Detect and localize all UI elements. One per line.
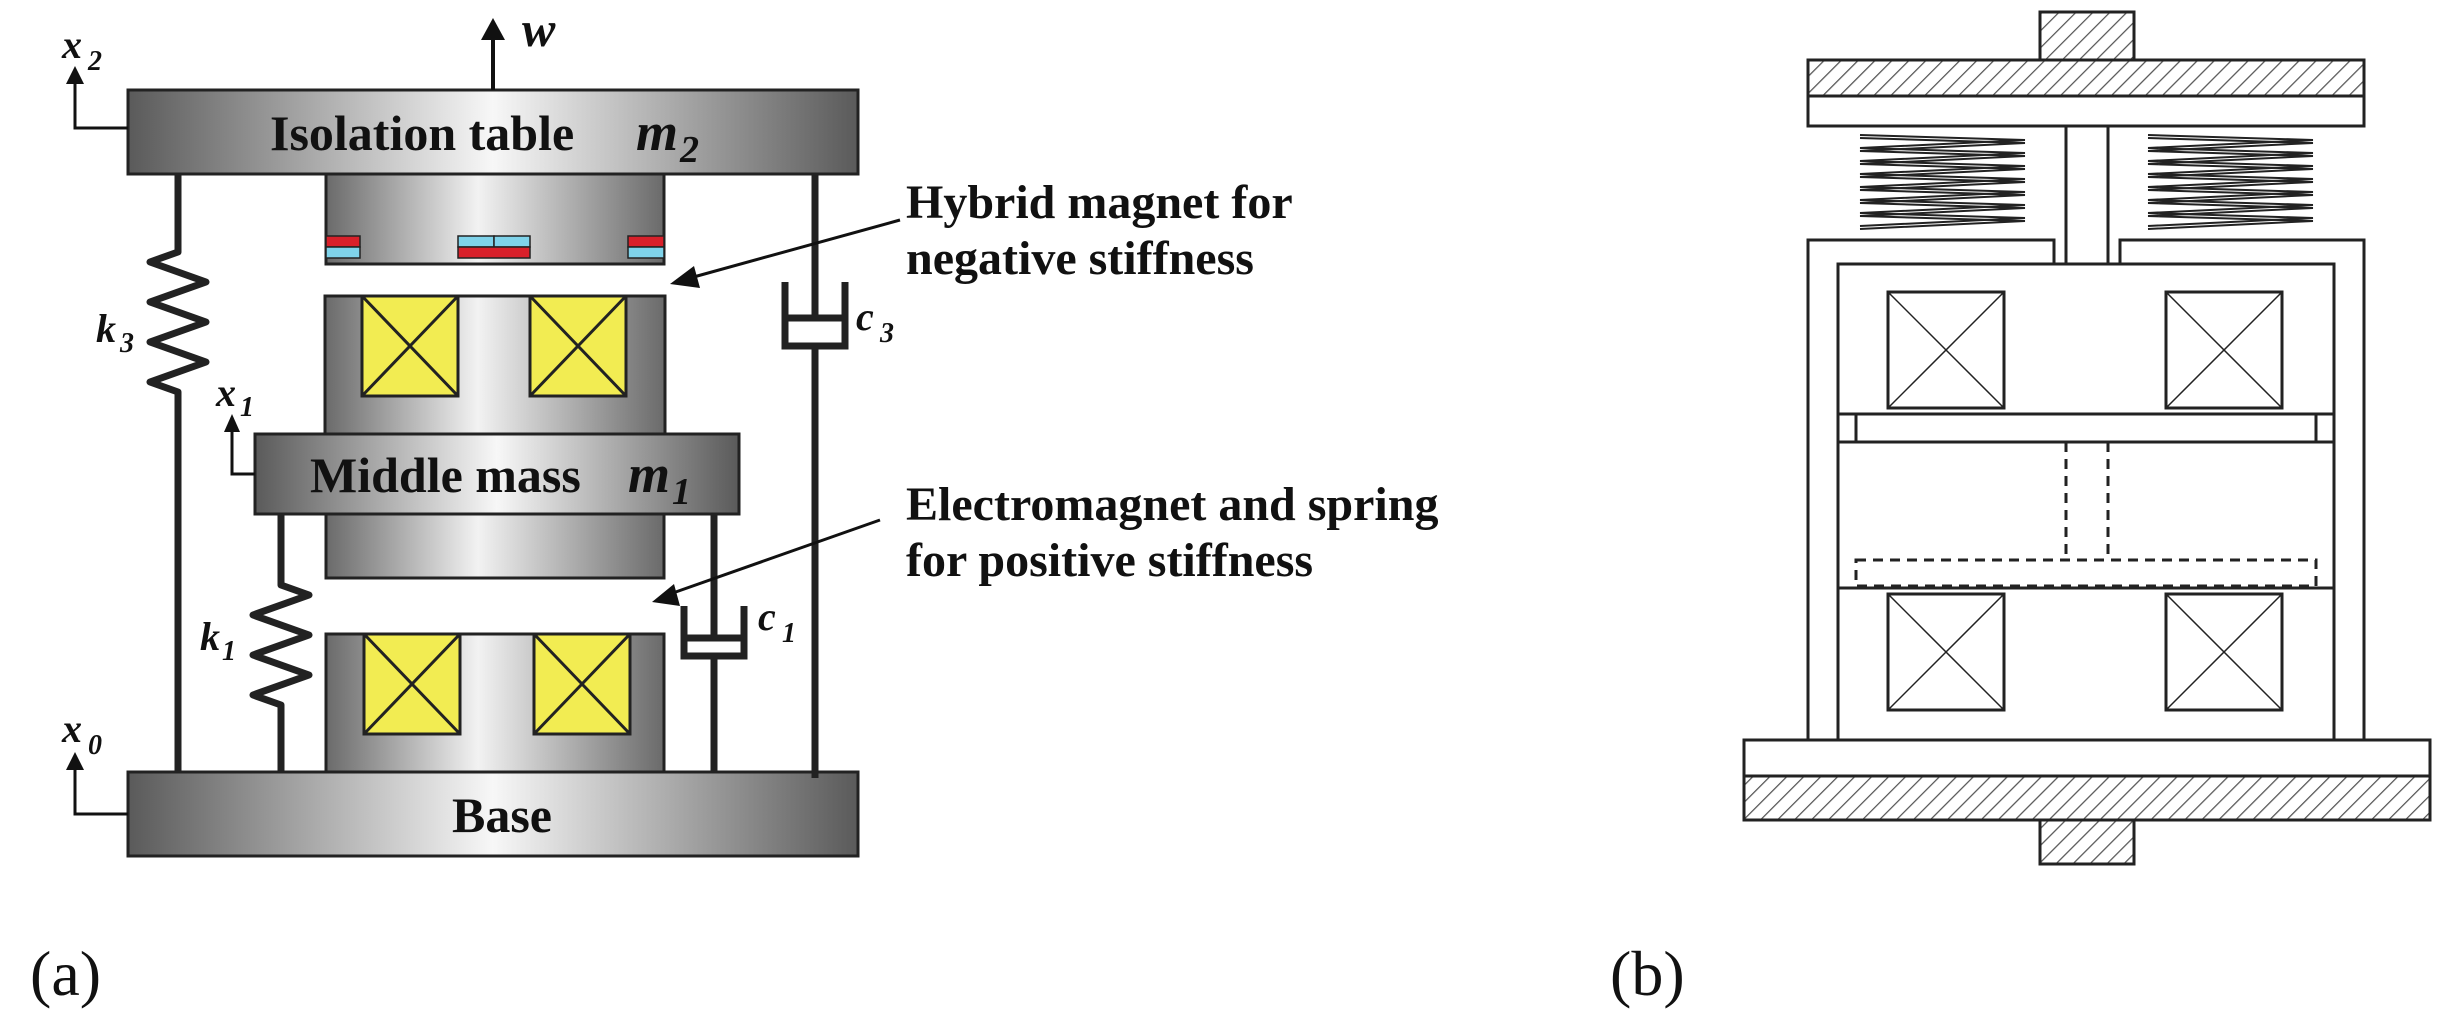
x0-subscript: 0 [88, 730, 102, 761]
x2-reference [73, 82, 128, 130]
annotation-negative-arrow [689, 218, 901, 280]
isolation-table-mass: m [636, 102, 678, 162]
damper-c1-subscript: 1 [782, 618, 796, 649]
top-plate-hatched [1806, 58, 2366, 98]
lower-coil-left-b [1886, 592, 2006, 712]
middle-mass-mass: m [628, 444, 670, 504]
damper-c3 [781, 174, 849, 778]
annotation-positive-arrow [669, 518, 881, 596]
x1-subscript: 1 [240, 392, 254, 423]
panel-b-label: (b) [1610, 938, 1685, 1009]
spring-k1 [249, 514, 313, 772]
panel-a: Isolation table m 2 w x 2 [30, 1, 1438, 1009]
spring-k3-subscript: 3 [119, 328, 134, 359]
annotation-positive-line2: for positive stiffness [906, 534, 1313, 587]
annotation-negative-line2: negative stiffness [906, 232, 1254, 285]
bottom-boss [2038, 818, 2136, 866]
middle-lower-core [324, 512, 666, 580]
bottom-plate-hatched [1742, 774, 2432, 822]
annotation-positive-arrowhead [652, 584, 680, 606]
x0-label: x [61, 706, 82, 751]
middle-mass [253, 432, 741, 516]
hybrid-magnet-poles [325, 235, 665, 259]
annotation-negative-line1: Hybrid magnet for [906, 176, 1293, 229]
upper-coil-right-b [2164, 290, 2284, 410]
x0-arrowhead [66, 752, 84, 770]
lower-coil-right-b [2164, 592, 2284, 712]
damper-c1-label: c [758, 594, 776, 639]
x1-reference [230, 430, 255, 476]
bottom-plate [1742, 738, 2432, 778]
top-boss [2038, 10, 2136, 64]
spring-k3-label: k [96, 306, 116, 351]
spring-k1-subscript: 1 [222, 636, 236, 667]
x2-arrowhead [66, 66, 84, 84]
spring-k1-label: k [200, 614, 220, 659]
annotation-positive-line1: Electromagnet and spring [906, 478, 1438, 531]
base [126, 770, 860, 858]
top-plate [1806, 94, 2366, 128]
isolation-table-label: Isolation table [270, 105, 574, 161]
upper-coil-left [360, 294, 460, 398]
x0-reference [73, 768, 128, 816]
spring-right [2147, 134, 2314, 230]
x1-arrowhead [224, 414, 240, 432]
middle-mass-mass-subscript: 1 [672, 471, 691, 513]
x2-subscript: 2 [87, 46, 102, 77]
damper-c3-subscript: 3 [879, 318, 894, 349]
annotation-negative-arrowhead [670, 266, 700, 288]
disturbance-label: w [522, 1, 556, 57]
inner-chamber [1836, 440, 2336, 590]
x1-label: x [215, 370, 236, 415]
base-label: Base [452, 787, 552, 843]
armature-plate [1854, 412, 2318, 444]
upper-coil-left-b [1886, 290, 2006, 410]
middle-mass-label: Middle mass [310, 447, 581, 503]
lower-coil-right [532, 632, 632, 736]
isolation-table-mass-subscript: 2 [679, 129, 699, 171]
panel-a-label: (a) [30, 938, 101, 1009]
spring-k3 [146, 174, 210, 772]
lower-coil-left [362, 632, 462, 736]
damper-c3-label: c [856, 294, 874, 339]
disturbance-arrowhead [481, 18, 505, 40]
spring-left [1859, 134, 2026, 230]
isolation-table [126, 88, 860, 176]
upper-coil-right [528, 294, 628, 398]
dashed-displaced-armature [1854, 442, 2318, 588]
damper-c1 [680, 514, 748, 772]
x2-label: x [61, 22, 82, 67]
panel-b: (b) [1610, 10, 2432, 1009]
